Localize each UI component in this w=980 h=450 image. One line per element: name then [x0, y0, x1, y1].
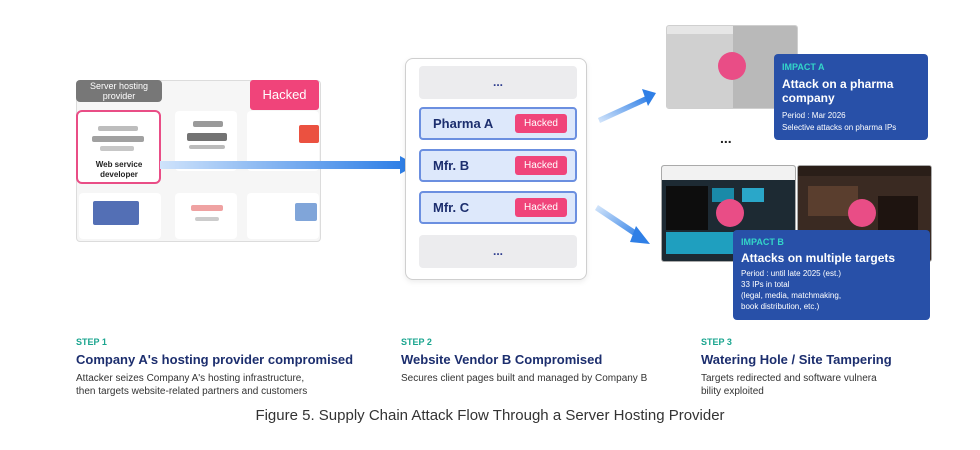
hacked-badge: Hacked [515, 198, 567, 217]
web-service-developer-card [76, 110, 161, 184]
step-1-desc-line2: then targets website-related partners an… [76, 386, 308, 397]
impact-a-title: Attack on a pharma company [782, 77, 894, 105]
step-3-title: Watering Hole / Site Tampering [701, 352, 892, 367]
impact-a-period: Period : Mar 2026 [782, 111, 846, 120]
vendor-client-mfr-b: Mfr. B Hacked [419, 149, 577, 182]
step-3-label: STEP 3 [701, 337, 732, 347]
impact-b-title: Attacks on multiple targets [741, 251, 896, 265]
figure-caption: Figure 5. Supply Chain Attack Flow Throu… [255, 407, 725, 424]
more-impacts-ellipsis: ... [720, 130, 732, 146]
step-1-desc-line1: Attacker seizes Company A's hosting infr… [76, 373, 305, 384]
step-2-title: Website Vendor B Compromised [401, 352, 603, 367]
step-1-title: Company A's hosting provider compromised [76, 352, 354, 367]
impact-b-sectors: (legal, media, matchmaking, [741, 291, 842, 300]
client-site-tile [175, 193, 237, 239]
vendor-more-top: ... [419, 66, 577, 99]
step-1-label: STEP 1 [76, 337, 107, 347]
step-2-label: STEP 2 [401, 337, 432, 347]
arrow-panel-to-vendor [160, 156, 416, 174]
impact-b-tag: IMPACT B [741, 237, 784, 247]
step-2-desc-line1: Secures client pages built and managed b… [401, 373, 648, 384]
vendor-more-bottom: ... [419, 235, 577, 268]
arrow-vendor-to-impact-a [598, 89, 656, 123]
hacked-badge: Hacked [515, 156, 567, 175]
vendor-client-pharma-a: Pharma A Hacked [419, 107, 577, 140]
hacked-badge: Hacked [250, 80, 319, 110]
malicious-logo-icon [716, 199, 744, 227]
impact-a-card: IMPACT A Attack on a pharma company Peri… [774, 54, 928, 140]
client-name: Mfr. C [433, 200, 470, 215]
malicious-logo-icon [848, 199, 876, 227]
impact-b-sectors-cont: book distribution, etc.) [741, 302, 820, 311]
impact-a-detail: Selective attacks on pharma IPs [782, 123, 897, 132]
client-site-tile [247, 193, 319, 239]
arrow-vendor-to-impact-b [595, 205, 650, 244]
step-3-desc-line2: bility exploited [701, 386, 764, 397]
hosting-provider-tag: Server hosting provider [76, 80, 162, 102]
impact-a-tag: IMPACT A [782, 62, 825, 72]
hacked-badge: Hacked [515, 114, 567, 133]
client-site-tile [79, 193, 161, 239]
step-3-desc-line1: Targets redirected and software vulnera [701, 373, 877, 384]
client-name: Pharma A [433, 116, 494, 131]
web-service-developer-label: Web service developer [95, 160, 143, 179]
impact-b-card: IMPACT B Attacks on multiple targets Per… [733, 230, 930, 320]
impact-b-period: Period : until late 2025 (est.) [741, 269, 842, 278]
impact-b-ip-count: 33 IPs in total [741, 280, 790, 289]
vendor-client-mfr-c: Mfr. C Hacked [419, 191, 577, 224]
malicious-logo-icon [718, 52, 746, 80]
client-name: Mfr. B [433, 158, 470, 173]
